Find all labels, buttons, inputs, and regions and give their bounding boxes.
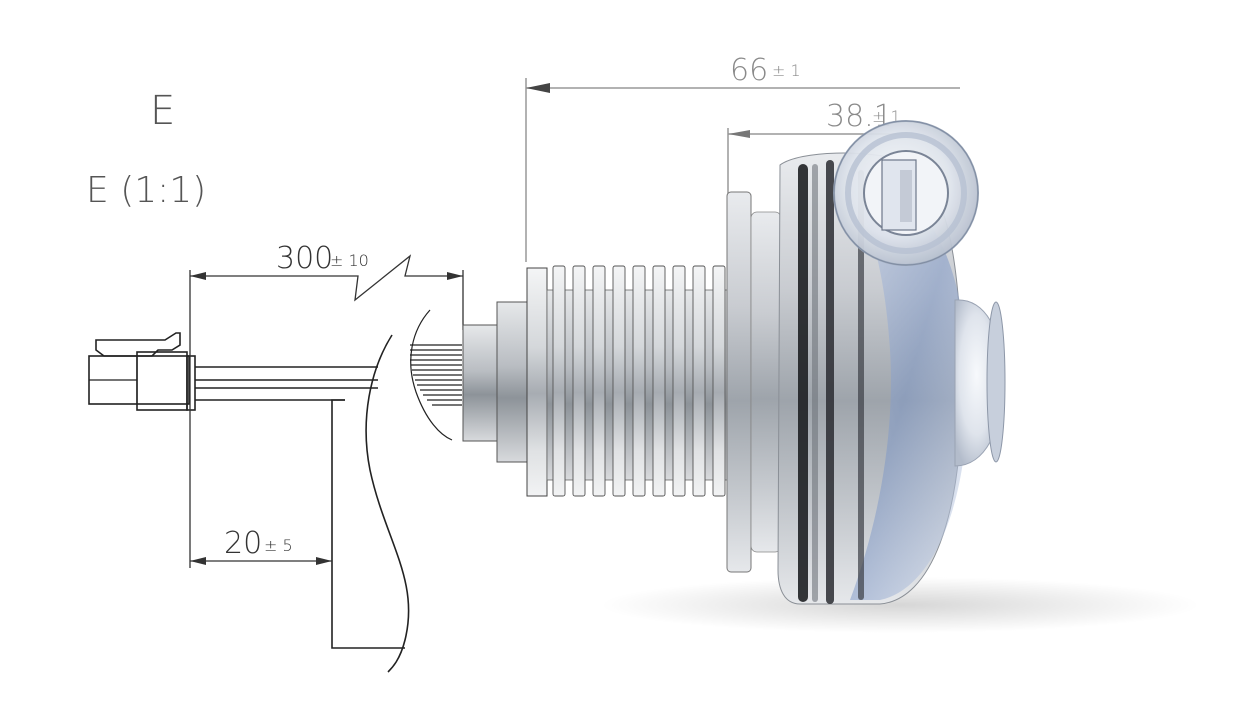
cooling-fins	[552, 265, 726, 497]
dimension-overall-length: 66 ± 1	[525, 53, 960, 262]
overall-length-tolerance: ± 1	[772, 61, 801, 80]
dimension-strip-length: 20 ± 5	[190, 526, 332, 565]
cable-length-tolerance: ± 10	[330, 251, 369, 270]
cable-drawing	[195, 309, 462, 673]
inlet-port	[833, 120, 979, 266]
dimension-cable-length: 300 ± 10	[189, 241, 464, 568]
pump-flange	[726, 191, 782, 573]
pump-render	[462, 120, 1200, 633]
pump-shadow	[600, 577, 1200, 633]
view-scale-label: E (1:1)	[86, 170, 206, 211]
cable-length-value: 300	[276, 241, 333, 276]
strip-length-tolerance: ± 5	[264, 536, 293, 555]
view-label: E	[150, 88, 175, 134]
pump-housing	[777, 152, 1006, 605]
overall-length-value: 66	[730, 53, 768, 88]
strip-length-value: 20	[224, 526, 262, 561]
connector-drawing	[88, 332, 196, 411]
